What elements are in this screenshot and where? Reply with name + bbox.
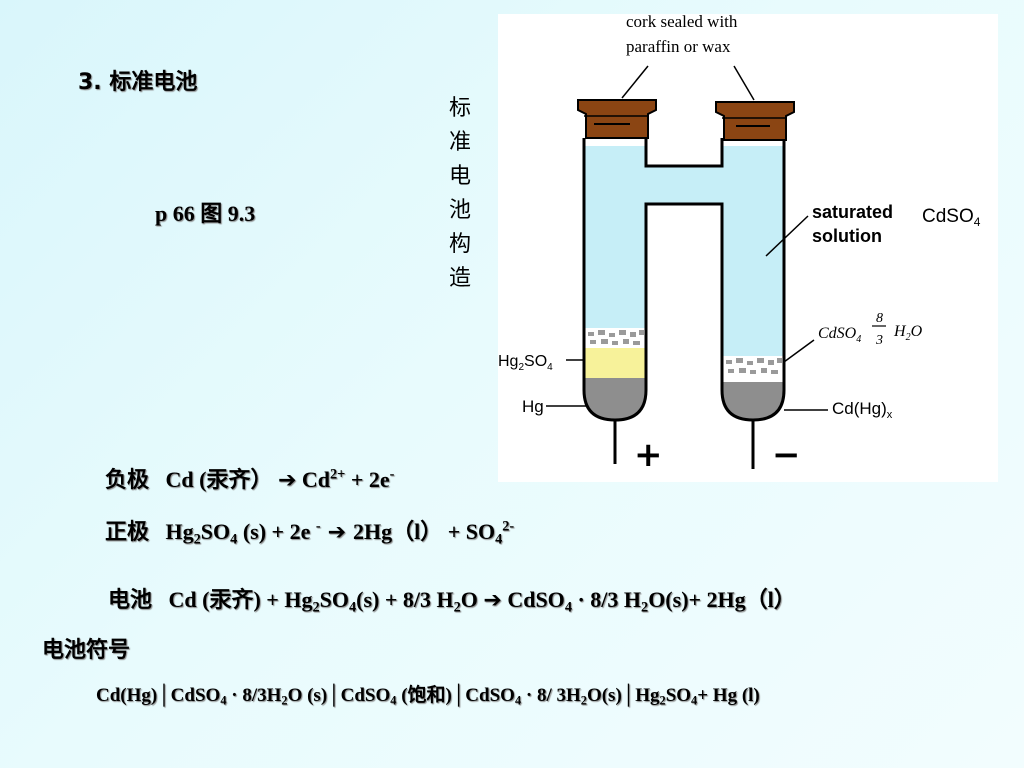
cell-reaction-label: 电池 <box>108 588 153 613</box>
negative-electrode-label: 负极 <box>105 468 150 493</box>
negative-electrode-equation: 负极 Cd (汞齐） ➔ Cd2+ + 2e- <box>105 466 395 493</box>
vertical-caption: 标 准 电 池 构 造 <box>447 92 473 296</box>
caption-char: 标 <box>448 96 471 121</box>
mercury-pool <box>584 378 646 420</box>
right-cork <box>715 101 795 141</box>
negative-terminal-sign: − <box>772 435 801 475</box>
saturated-label-1: saturated <box>812 202 893 222</box>
cork-label-line-2: paraffin or wax <box>626 37 731 56</box>
left-cork <box>577 99 657 139</box>
crystal-water-label: H2O <box>893 323 923 343</box>
saturated-label-2: CdSO4 <box>922 206 981 229</box>
saturated-label-3: solution <box>812 226 882 246</box>
right-crystal-layer <box>722 356 784 380</box>
crystal-frac-den: 3 <box>875 333 883 348</box>
bridge-solution <box>646 166 722 204</box>
caption-char: 准 <box>448 130 471 155</box>
hg2so4-layer <box>584 348 646 378</box>
arrow-icon: ➔ <box>277 468 297 493</box>
positive-electrode-equation: 正极 Hg2SO4 (s) + 2e - ➔ 2Hg（l） + SO42- <box>105 518 515 548</box>
cork-label-line-1: cork sealed with <box>626 14 738 31</box>
left-tube-solution <box>584 166 646 348</box>
positive-terminal-sign: + <box>634 435 663 475</box>
cadmium-amalgam <box>722 382 784 420</box>
crystal-label: CdSO4 <box>818 325 861 345</box>
positive-electrode-label: 正极 <box>105 520 150 545</box>
standard-cell-diagram: cork sealed with paraffin or wax saturat… <box>498 14 981 475</box>
section-title: 3. 标准电池 <box>78 70 198 95</box>
cd-amalgam-label: Cd(Hg)x <box>832 399 893 421</box>
arrow-icon: ➔ <box>320 520 354 545</box>
leader-lines <box>546 65 828 411</box>
arrow-icon: ➔ <box>483 588 502 613</box>
hg2so4-label: Hg2SO4 <box>498 353 553 373</box>
h-tube-outline <box>582 138 786 422</box>
cell-notation-label: 电池符号 <box>42 638 131 663</box>
cell-notation: Cd(Hg)│CdSO4 · 8/3H2O (s)│CdSO4 (饱和)│CdS… <box>96 685 760 708</box>
cell-reaction-equation: 电池 Cd (汞齐) + Hg2SO4(s) + 8/3 H2O ➔ CdSO4… <box>108 587 796 616</box>
caption-char: 造 <box>448 266 471 291</box>
caption-char: 构 <box>448 232 471 257</box>
right-tube-solution <box>722 146 784 358</box>
page-reference: p 66 图 9.3 <box>155 201 256 226</box>
crystal-frac-num: 8 <box>876 311 883 326</box>
caption-char: 电 <box>448 164 471 189</box>
cell-diagram-panel: cork sealed with paraffin or wax saturat… <box>498 14 998 482</box>
hg-label: Hg <box>522 397 544 416</box>
caption-char: 池 <box>448 198 471 223</box>
left-crystal-layer <box>584 328 646 348</box>
